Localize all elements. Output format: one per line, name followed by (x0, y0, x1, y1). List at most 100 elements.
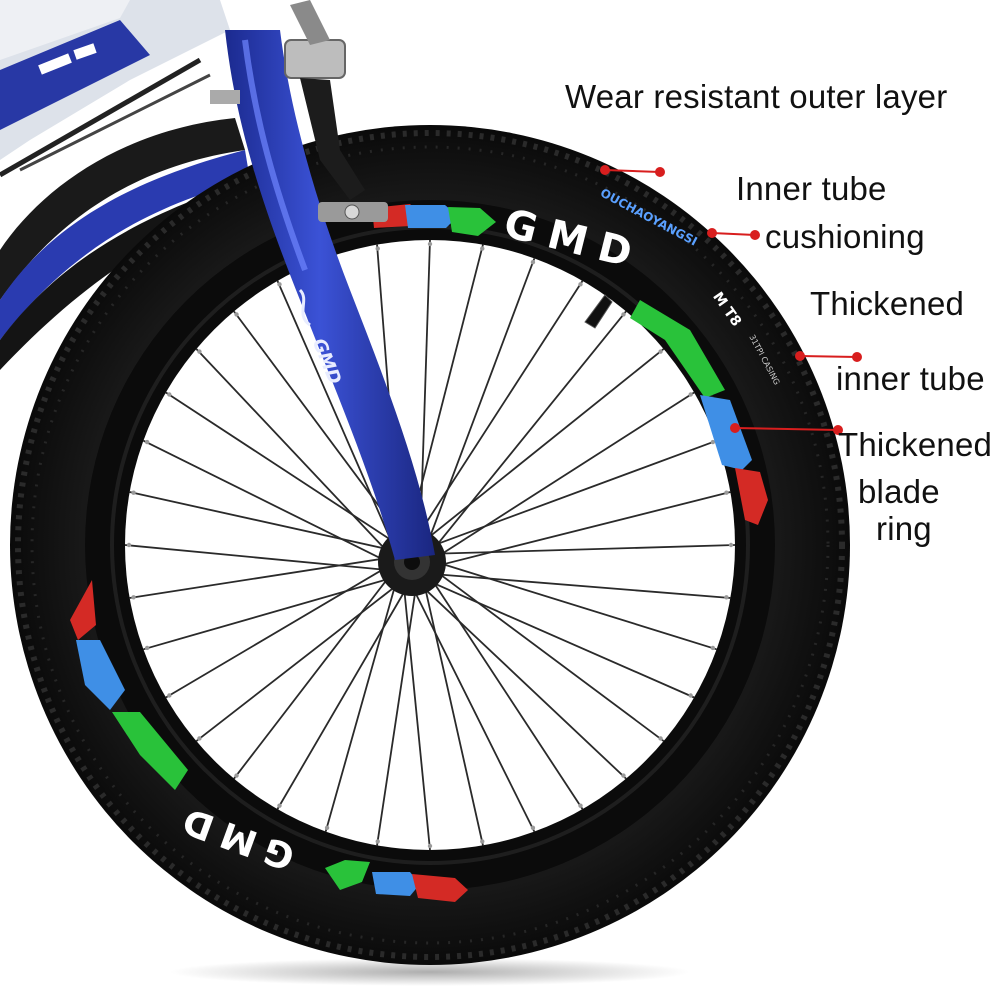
spoke (233, 310, 405, 540)
fork: GMD (225, 30, 435, 560)
label-inner-tube-1: Inner tube (736, 170, 887, 207)
spoke-nipple (131, 490, 136, 495)
spoke (435, 491, 731, 568)
leader-dot-icon (655, 167, 665, 177)
leader-dot-icon (750, 230, 760, 240)
spoke-nipple (728, 542, 734, 548)
spoke-nipple (480, 246, 485, 251)
spoke-nipple (658, 736, 663, 741)
spoke (124, 544, 390, 572)
arrow-decal-icon (372, 872, 420, 896)
spoke (419, 583, 627, 780)
spoke-nipple (658, 349, 663, 354)
brake-caliper (210, 0, 388, 222)
frame-top-left (0, 0, 230, 178)
spoke (434, 544, 736, 555)
spoke-nipple (427, 843, 433, 849)
spoke-nipple (126, 542, 132, 548)
tire-tread-ring (15, 130, 845, 960)
leader-dot-icon (852, 352, 862, 362)
spoke (195, 582, 401, 742)
spoke (233, 573, 392, 780)
spoke (434, 569, 665, 742)
spoke (427, 579, 695, 699)
spoke (435, 561, 717, 651)
spoke (432, 573, 731, 599)
spoke (419, 239, 431, 540)
spoke-nipple (427, 241, 433, 247)
leader-lines (600, 165, 862, 435)
spoke-nipple (688, 693, 693, 698)
arrow-decal-icon (735, 468, 768, 525)
leader-dot-icon (730, 423, 740, 433)
spoke (402, 584, 431, 851)
spoke (129, 556, 389, 599)
spoke-nipple (197, 736, 202, 741)
spoke-nipple (277, 803, 282, 808)
spoke-nipple (277, 282, 282, 287)
spoke (406, 244, 484, 539)
spoke-nipple (197, 349, 202, 354)
spoke-nipple (688, 392, 693, 397)
spoke (165, 565, 389, 699)
spoke-nipple (324, 825, 330, 831)
arrow-decal-icon (412, 874, 468, 902)
spoke-nipple (578, 282, 583, 287)
label-wear-resistant: Wear resistant outer layer (565, 78, 948, 115)
arrow-decal-icon (325, 860, 370, 890)
spoke (435, 391, 695, 559)
spoke (143, 576, 394, 651)
arrow-decal-icon (76, 640, 125, 710)
spoke-nipple (710, 645, 716, 651)
spoke-nipple (710, 439, 716, 445)
spoke (142, 439, 389, 563)
spoke-nipple (530, 259, 536, 265)
spoke (276, 280, 395, 547)
spoke (411, 585, 536, 833)
spoke (415, 280, 584, 539)
spoke-nipple (621, 773, 626, 778)
spoke (423, 348, 665, 542)
spoke-nipple (375, 839, 380, 844)
spoke-nipple (621, 312, 626, 317)
spoke (376, 585, 418, 846)
label-blade: blade (858, 473, 940, 510)
spoke (165, 391, 398, 545)
arrow-decal-icon (630, 300, 725, 398)
spoke (324, 580, 398, 832)
leader-dot-icon (795, 351, 805, 361)
spoke (430, 439, 717, 548)
leader-dot-icon (833, 425, 843, 435)
label-cushioning: cushioning (765, 218, 925, 255)
spoke-nipple (530, 825, 536, 831)
valve (584, 294, 613, 329)
spoke-nipple (131, 595, 136, 600)
spoke (423, 582, 484, 846)
spoke-nipple (375, 246, 380, 251)
spoke-nipple (144, 645, 150, 651)
spoke (195, 348, 391, 555)
label-ring: ring (876, 510, 932, 547)
arrow-decal-icon (448, 207, 496, 236)
spoke (129, 491, 392, 551)
spoke-nipple (480, 839, 485, 844)
leader-dot-icon (707, 228, 717, 238)
spoke (426, 258, 536, 544)
ground-shadow (170, 958, 690, 986)
arrow-decal-icon (70, 580, 96, 640)
spoke-nipple (234, 773, 239, 778)
arrow-decal-icon (112, 712, 188, 790)
spoke (429, 576, 584, 810)
spoke-nipple (167, 693, 172, 698)
label-thickened-1: Thickened (810, 285, 965, 322)
spoke-nipple (578, 803, 583, 808)
spoke-nipple (724, 595, 729, 600)
label-inner-tube-2: inner tube (836, 360, 985, 397)
arrow-decal-icon (405, 205, 458, 228)
spoke-nipple (724, 490, 729, 495)
spoke (276, 585, 409, 810)
spoke (432, 310, 627, 551)
spoke-nipple (167, 392, 172, 397)
spoke-nipple (234, 312, 239, 317)
